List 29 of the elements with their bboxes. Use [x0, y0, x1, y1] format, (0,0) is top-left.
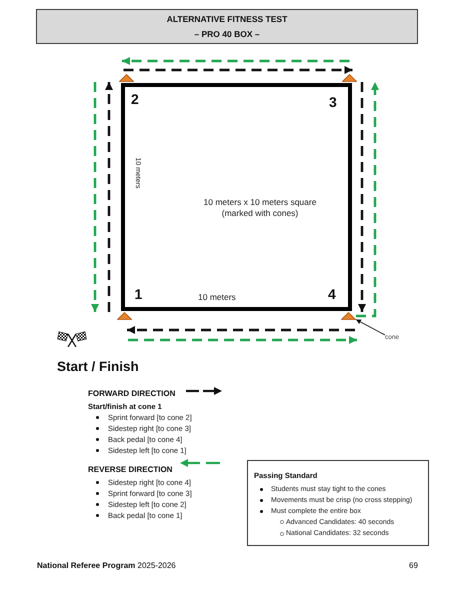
cone-icon [119, 74, 134, 82]
dashed-arrow [122, 57, 350, 65]
legend-label: FORWARD DIRECTION [88, 389, 176, 399]
dashed-arrow [127, 326, 355, 334]
subtitle-text: – PRO 40 BOX – [194, 30, 260, 38]
legend-label: REVERSE DIRECTION [88, 465, 172, 475]
cone-icon [341, 312, 356, 320]
dashed-arrow [91, 82, 99, 312]
section-heading: Start / Finish [57, 358, 139, 374]
cone-icon [117, 312, 132, 320]
dashed-arrow [358, 82, 366, 312]
corner-number: 4 [328, 286, 336, 302]
dashed-arrow [105, 82, 113, 312]
corner-number: 3 [329, 94, 337, 110]
dashed-arrow [356, 82, 379, 318]
passing-standard-panel [247, 460, 429, 546]
dashed-arrow [124, 66, 352, 74]
cone-icon [342, 74, 357, 82]
dashed-arrow [128, 336, 357, 344]
dimension-label: 10 meters [198, 292, 236, 302]
corner-number: 1 [134, 286, 142, 302]
square-field [121, 83, 352, 311]
footer-text: 69 [409, 561, 418, 571]
footer-text: National Referee Program 2025-2026 [37, 561, 176, 571]
title-text: ALTERNATIVE FITNESS TEST [166, 14, 288, 24]
corner-number: 2 [131, 90, 139, 106]
leader-line [356, 319, 386, 336]
title-banner [36, 9, 418, 44]
field-note: 10 meters x 10 meters square (marked with cones) [202, 197, 318, 219]
